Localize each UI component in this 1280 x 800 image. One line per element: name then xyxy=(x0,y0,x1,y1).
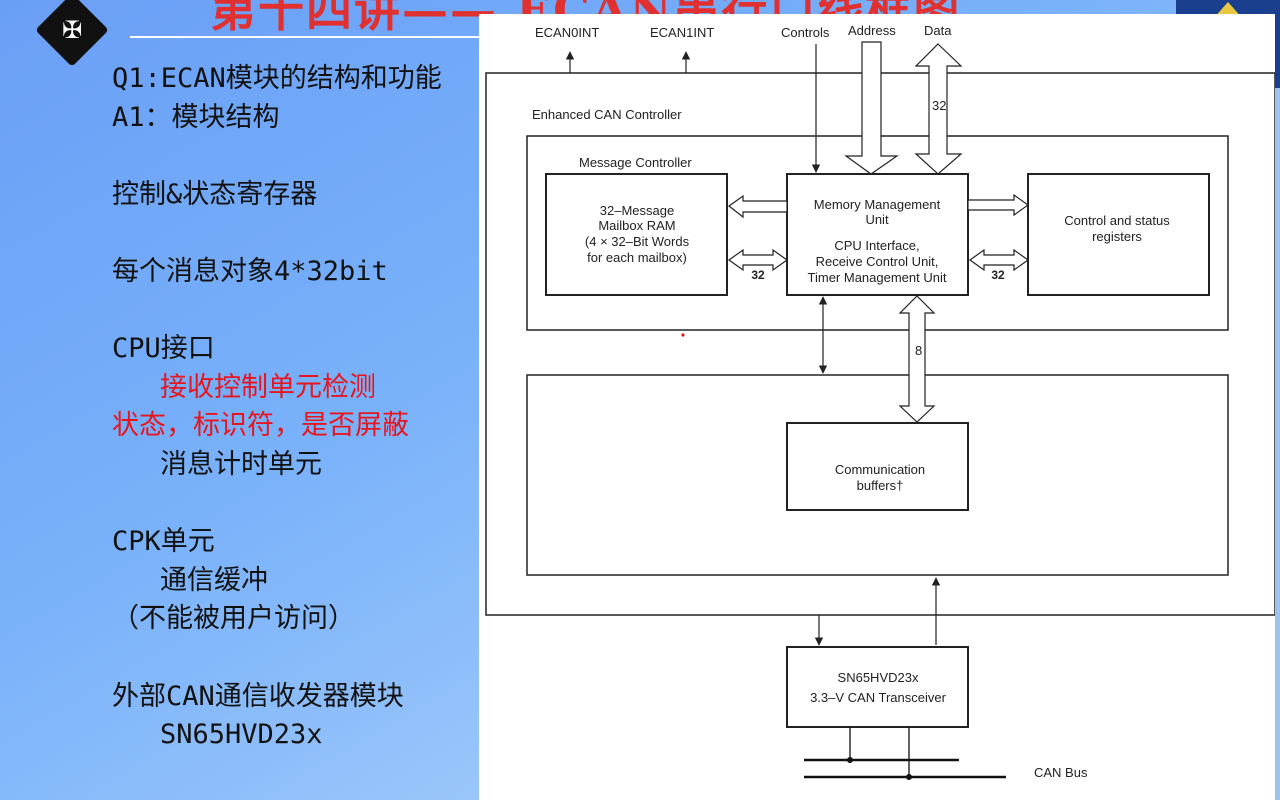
mailbox-bus-width: 32 xyxy=(751,268,765,282)
note-line: Q1:ECAN模块的结构和功能 xyxy=(112,63,442,94)
cpk-box xyxy=(526,374,1229,576)
controls-label: Controls xyxy=(781,25,830,40)
comm-buffers-line-2: buffers† xyxy=(857,478,904,493)
csr-line-2: registers xyxy=(1092,229,1142,244)
transceiver-line-2: 3.3–V CAN Transceiver xyxy=(810,690,947,705)
data-width-label: 32 xyxy=(932,98,946,113)
note-line xyxy=(112,485,482,524)
note-line: 消息计时单元 xyxy=(160,448,322,480)
notes-text: Q1:ECAN模块的结构和功能 A1：模块结构控制&状态寄存器每个消息对象4*32… xyxy=(112,60,482,755)
note-line: （不能被用户访问） xyxy=(112,603,355,635)
mmu-line-3: CPU Interface, xyxy=(834,238,919,253)
ti-logo: ✠ xyxy=(35,0,109,67)
can-transceiver-box xyxy=(786,646,969,728)
communication-buffers-box xyxy=(786,422,969,511)
data-bus-arrow xyxy=(914,43,963,175)
note-line: 外部CAN通信收发器模块 xyxy=(112,680,404,712)
mailbox-ram-box xyxy=(545,173,728,296)
pointer-dot xyxy=(681,333,685,337)
diagram-svg: ECAN0INT ECAN1INT Controls Address Data … xyxy=(485,23,1275,780)
control-status-registers-box xyxy=(1027,173,1210,296)
note-line: 控制&状态寄存器 xyxy=(112,178,318,210)
note-line xyxy=(112,292,482,331)
mmu-line-2: Unit xyxy=(865,212,889,227)
note-line: A1：模块结构 xyxy=(112,101,280,133)
csr-bus-arrow xyxy=(968,248,1030,272)
mailbox-bus-arrow xyxy=(727,248,789,272)
note-line xyxy=(112,214,482,253)
note-line: 状态，标识符，是否屏蔽 xyxy=(112,410,409,442)
comm-buffers-line-1: Communication xyxy=(835,462,925,477)
note-line: SN65HVD23x xyxy=(160,719,323,751)
note-line: 接收控制单元检测 xyxy=(160,371,376,403)
mmu-box xyxy=(786,173,969,296)
data-label: Data xyxy=(924,23,952,38)
ecan-block-diagram: ECAN0INT ECAN1INT Controls Address Data … xyxy=(479,14,1275,800)
message-controller-label: Message Controller xyxy=(579,155,692,170)
mailbox-left-arrow xyxy=(727,194,788,219)
can-bus-node-1 xyxy=(847,757,853,763)
mmu-line-4: Receive Control Unit, xyxy=(816,254,939,269)
note-line: 通信缓冲 xyxy=(160,564,268,596)
enhanced-can-controller-label: Enhanced CAN Controller xyxy=(532,107,682,122)
can-bus-node-2 xyxy=(906,774,912,780)
csr-right-arrow xyxy=(967,193,1030,217)
mmu-line-5: Timer Management Unit xyxy=(808,270,947,285)
address-label: Address xyxy=(848,23,896,38)
mailbox-line-2: Mailbox RAM xyxy=(598,218,675,233)
mailbox-line-4: for each mailbox) xyxy=(587,250,687,265)
buffer-bus-arrow xyxy=(898,295,936,423)
transceiver-line-1: SN65HVD23x xyxy=(838,670,919,685)
right-edge-strip xyxy=(1275,88,1280,800)
mailbox-line-1: 32–Message xyxy=(600,203,674,218)
note-line: CPU接口 xyxy=(112,333,215,365)
title-underline xyxy=(130,36,490,38)
mmu-line-1: Memory Management xyxy=(814,197,941,212)
status-bus-width: 32 xyxy=(991,268,1005,282)
ecan0int-label: ECAN0INT xyxy=(535,25,599,40)
note-line xyxy=(112,137,482,176)
can-bus-label: CAN Bus xyxy=(1034,765,1088,780)
note-line: CPK单元 xyxy=(112,526,215,558)
texas-logo-icon: ✠ xyxy=(61,15,83,44)
csr-line-1: Control and status xyxy=(1064,213,1170,228)
address-bus-arrow xyxy=(844,41,899,175)
note-line xyxy=(112,639,482,678)
mailbox-line-3: (4 × 32–Bit Words xyxy=(585,234,690,249)
buffer-bus-width: 8 xyxy=(915,343,922,358)
note-line: 每个消息对象4*32bit xyxy=(112,255,388,287)
ecan1int-label: ECAN1INT xyxy=(650,25,714,40)
